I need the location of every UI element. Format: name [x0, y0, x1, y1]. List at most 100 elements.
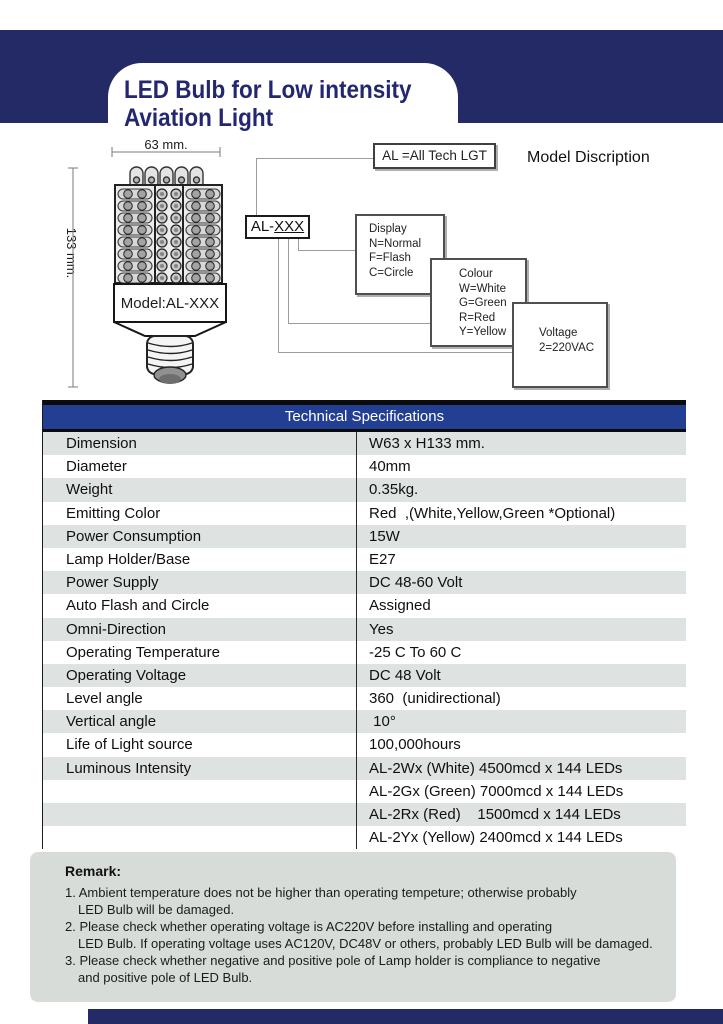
- spec-label: Diameter: [66, 458, 127, 476]
- spec-value: -25 C To 60 C: [356, 640, 686, 664]
- connector-voltage-h: [278, 352, 512, 353]
- model-description-title: Model Discription: [527, 149, 650, 166]
- colour-box-line: R=Red: [459, 311, 496, 324]
- voltage-box-line: 2=220VAC: [539, 341, 595, 354]
- spec-label: [43, 780, 356, 803]
- led-array: [114, 184, 223, 284]
- maker-label: AL =All Tech LGT: [382, 148, 487, 163]
- spec-label: [43, 826, 356, 849]
- connector-colour-v: [288, 239, 289, 323]
- spec-value: E27: [356, 547, 686, 572]
- remark-box: Remark: 1. Ambient temperature does not …: [30, 852, 676, 1002]
- spec-label: Luminous Intensity: [66, 759, 192, 777]
- spec-label: Auto Flash and Circle: [66, 597, 210, 615]
- spec-value: Yes: [356, 617, 686, 641]
- spec-row: AL-2Rx (Red) 1500mcd x 144 LEDs: [43, 803, 686, 827]
- display-box-line: F=Flash: [369, 252, 411, 265]
- table-top-bar: [43, 400, 686, 405]
- spec-value: AL-2Gx (Green) 7000mcd x 144 LEDs: [356, 779, 686, 803]
- spec-label: Level angle: [66, 690, 143, 708]
- colour-box-line: Colour: [459, 268, 493, 280]
- model-code-prefix: AL-: [250, 218, 275, 235]
- spec-label: Omni-Direction: [66, 620, 167, 638]
- display-box-line: C=Circle: [369, 266, 414, 279]
- spec-label: Dimension: [66, 435, 137, 452]
- top-banner: LED Bulb for Low intensity Aviation Ligh…: [0, 30, 723, 135]
- spec-row: Power Consumption 15W: [43, 524, 686, 548]
- spec-row: Omni-Direction Yes: [43, 617, 686, 641]
- spec-value: 15W: [356, 524, 686, 548]
- remark-heading: Remark:: [65, 863, 122, 879]
- spec-value: DC 48-60 Volt: [356, 571, 686, 595]
- spec-row: Emitting Color Red ,(White,Yellow,Green *…: [43, 501, 686, 525]
- connector-voltage-v: [278, 239, 279, 352]
- spec-value: Red ,(White,Yellow,Green *Optional): [356, 501, 686, 525]
- title-box: LED Bulb for Low intensity Aviation Ligh…: [108, 63, 458, 135]
- display-box-line: Display: [369, 223, 407, 235]
- connector-display-h: [298, 250, 355, 251]
- table-title: Technical Specifications: [43, 405, 686, 432]
- top-dome-leds: [129, 166, 204, 190]
- remark-item-line: 3. Please check whether negative and pos…: [65, 953, 601, 968]
- remark-item-line: 2. Please check whether operating voltag…: [65, 919, 553, 934]
- spec-value: 100,000hours: [356, 733, 686, 757]
- spec-label: Vertical angle: [66, 713, 157, 731]
- spec-value: AL-2Rx (Red) 1500mcd x 144 LEDs: [356, 803, 686, 827]
- led-bulb-diagram: 63 mm. 133 mm.: [64, 138, 227, 388]
- spec-value: 40mm: [356, 455, 686, 479]
- spec-row: Lamp Holder/Base E27: [43, 547, 686, 572]
- spec-label: Operating Voltage: [66, 666, 187, 684]
- model-plate-label: Model:AL-XXX: [121, 295, 219, 312]
- remark-items: 1. Ambient temperature does not be highe…: [30, 884, 676, 986]
- spec-label: Emitting Color: [66, 504, 161, 522]
- model-code-box: AL-XXX: [245, 215, 310, 239]
- spec-row: Operating Voltage DC 48 Volt: [43, 663, 686, 688]
- spec-row: Vertical angle 10°: [43, 710, 686, 734]
- remark-item-line: 1. Ambient temperature does not be highe…: [65, 885, 577, 900]
- connector-colour-h: [288, 323, 430, 324]
- spec-row: Level angle 360 (unidirectional): [43, 687, 686, 711]
- spec-value: DC 48 Volt: [356, 663, 686, 688]
- spec-row: AL-2Gx (Green) 7000mcd x 144 LEDs: [43, 779, 686, 803]
- spec-label: [43, 803, 356, 826]
- width-dimension: 63 mm.: [111, 138, 221, 157]
- spec-row: Dimension W63 x H133 mm.: [43, 432, 686, 456]
- spec-label: Life of Light source: [66, 736, 193, 754]
- colour-box-line: G=Green: [459, 297, 507, 310]
- bottom-banner: [88, 1009, 723, 1024]
- page-title-line1: LED Bulb for Low intensity: [124, 76, 412, 104]
- model-plate: Model:AL-XXX: [113, 283, 227, 323]
- voltage-options-box: Voltage 2=220VAC: [512, 302, 608, 388]
- spec-row: AL-2Yx (Yellow) 2400mcd x 144 LEDs: [43, 826, 686, 850]
- colour-box-line: W=White: [459, 282, 506, 295]
- display-box-line: N=Normal: [369, 237, 422, 250]
- spec-value: 10°: [356, 710, 686, 734]
- spec-label: Power Supply: [66, 574, 159, 592]
- spec-value: 360 (unidirectional): [356, 687, 686, 711]
- spec-row: Power Supply DC 48-60 Volt: [43, 571, 686, 595]
- spec-value: W63 x H133 mm.: [356, 432, 686, 456]
- colour-box-line: Y=Yellow: [459, 326, 507, 339]
- spec-label: Power Consumption: [66, 527, 202, 545]
- spec-row: Life of Light source 100,000hours: [43, 733, 686, 757]
- e27-screw-base: [113, 321, 227, 384]
- remark-item-continuation: and positive pole of LED Bulb.: [78, 970, 253, 985]
- model-code-suffix: XXX: [274, 218, 305, 235]
- height-dimension: 133 mm.: [64, 167, 79, 388]
- spec-label: Weight: [66, 481, 113, 499]
- remark-item-continuation: LED Bulb. If operating voltage uses AC12…: [78, 936, 653, 951]
- spec-label: Operating Temperature: [66, 643, 220, 661]
- spec-row: Operating Temperature -25 C To 60 C: [43, 640, 686, 664]
- spec-label: Lamp Holder/Base: [66, 550, 191, 568]
- connector-maker-h: [256, 158, 373, 159]
- spec-table: Technical Specifications Dimension W63 x …: [42, 400, 686, 850]
- page-title-line2: Aviation Light: [124, 104, 274, 132]
- maker-box: AL =All Tech LGT: [373, 143, 496, 169]
- connector-display-v: [298, 239, 299, 250]
- height-dimension-label: 133 mm.: [64, 228, 79, 279]
